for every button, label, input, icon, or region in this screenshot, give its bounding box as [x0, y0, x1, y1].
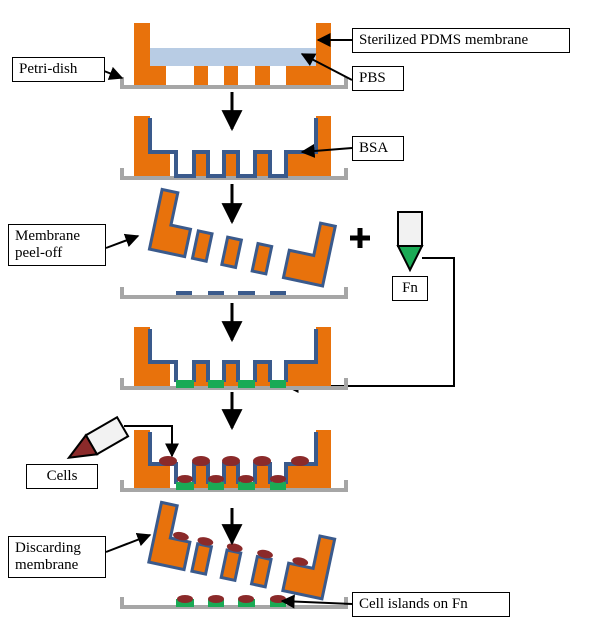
stage-1-pbs — [120, 23, 348, 89]
pbs-liquid — [150, 48, 316, 66]
peeling-membrane-3 — [147, 187, 338, 288]
pbs-label: PBS — [352, 66, 404, 91]
cells-label: Cells — [26, 464, 98, 489]
discarding-membrane-6 — [147, 500, 337, 601]
fn-label: Fn — [392, 276, 428, 301]
pdms-membrane-4 — [134, 327, 331, 386]
cells-5 — [159, 456, 309, 483]
fn-islands-4 — [176, 380, 286, 388]
stage-3-peel-off — [120, 187, 455, 393]
fn-connector — [284, 257, 455, 393]
stage-2-bsa — [120, 116, 348, 180]
pdms-membrane-5 — [134, 430, 331, 488]
cell-islands-label: Cell islands on Fn — [352, 592, 510, 617]
plus-icon — [350, 228, 370, 248]
discarding-membrane-label: Discarding membrane — [8, 536, 106, 578]
stage-5-cells — [66, 415, 348, 492]
petri-dish-3 — [120, 287, 348, 299]
fn-islands-5 — [176, 482, 286, 490]
bsa-coating-2 — [148, 118, 318, 178]
cells-pipette-icon — [66, 415, 130, 460]
label-pointers — [103, 33, 353, 609]
cells-connector — [124, 425, 179, 458]
bsa-label: BSA — [352, 136, 404, 161]
cell-islands-6 — [177, 595, 286, 603]
fn-pipette-icon — [396, 211, 424, 273]
stage-6-discard — [120, 500, 348, 609]
membrane-peel-off-label: Membrane peel-off — [8, 224, 106, 266]
petri-dish-4 — [120, 378, 348, 390]
petri-dish-2 — [120, 168, 348, 180]
petri-dish-6 — [120, 597, 348, 609]
petri-dish-5 — [120, 480, 348, 492]
petri-dish-label: Petri-dish — [12, 57, 105, 82]
bsa-coating-4 — [148, 329, 318, 382]
petri-dish-1 — [120, 77, 348, 89]
sterilized-pdms-label: Sterilized PDMS membrane — [352, 28, 570, 53]
pdms-membrane-2 — [134, 116, 331, 176]
stage-4-fn — [120, 327, 348, 390]
pdms-membrane-1 — [134, 23, 331, 85]
